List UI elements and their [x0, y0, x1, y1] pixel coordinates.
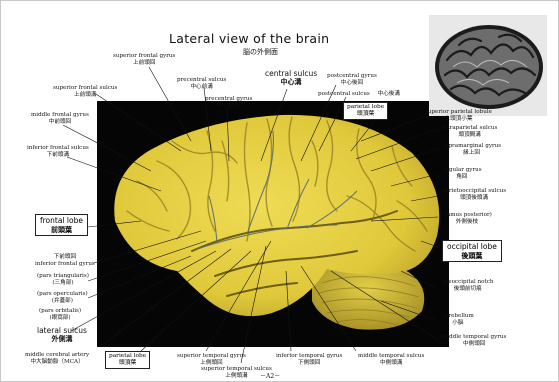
label-ramus-posterior: (ramus posterior)外側後枝: [442, 212, 492, 226]
page-title: Lateral view of the brain: [169, 31, 329, 46]
mri-inset-image: [429, 15, 547, 116]
brain-photograph: [97, 101, 449, 347]
label-postcentral-sulcus: postcentral sulcus 中心後溝: [318, 91, 400, 98]
label-pars-triangularis: (pars triangularis)(三角部): [37, 273, 89, 287]
page-number: －A2－: [260, 371, 280, 380]
label-pars-orbitalis: (pars orbitalis)(眼窩部): [39, 308, 81, 322]
label-pars-opercularis: (pars opercularis)(弁蓋部): [37, 291, 88, 305]
page-subtitle: 脳の外側面: [243, 47, 278, 57]
